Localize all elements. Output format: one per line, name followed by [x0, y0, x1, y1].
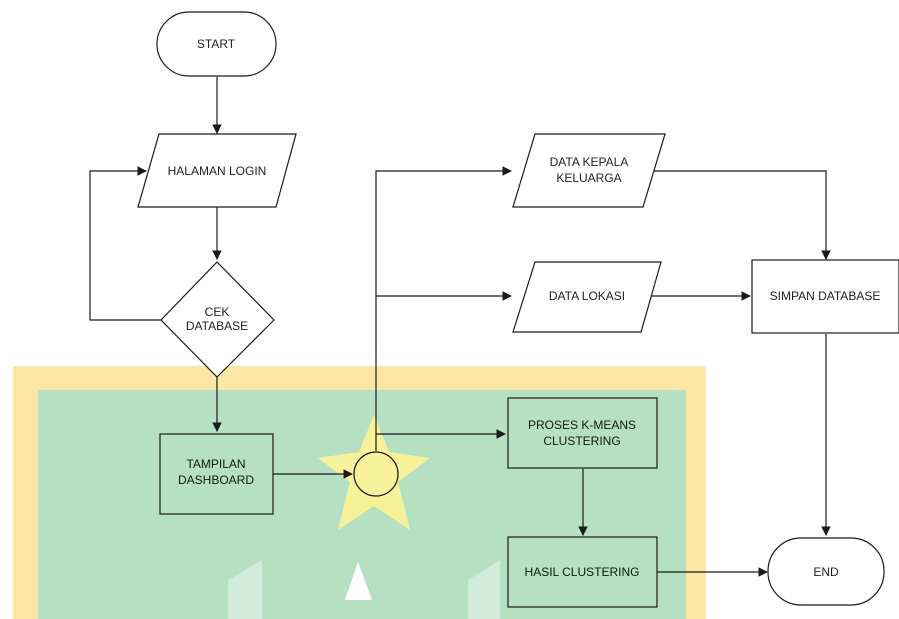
dashboard-label-line1: TAMPILAN — [186, 457, 245, 471]
node-proses-kmeans: PROSES K-MEANS CLUSTERING — [507, 397, 658, 469]
watermark-dome-shape — [345, 562, 372, 600]
node-connector — [353, 451, 399, 497]
cek-label-line2: DATABASE — [186, 319, 248, 333]
node-cek-database: CEK DATABASE — [160, 261, 275, 378]
node-hasil-clustering: HASIL CLUSTERING — [507, 536, 658, 608]
node-data-kepala-keluarga: DATA KEPALA KELUARGA — [512, 133, 666, 208]
lokasi-label: DATA LOKASI — [549, 289, 625, 303]
dashboard-label-line2: DASHBOARD — [178, 473, 254, 487]
kepala-label-line1: DATA KEPALA — [550, 155, 629, 169]
login-label: HALAMAN LOGIN — [168, 164, 267, 178]
edges — [89, 77, 831, 577]
kepala-label-line2: KELUARGA — [556, 171, 621, 185]
edge-cek-login-loop — [89, 166, 162, 321]
edge-kepala-simpan — [645, 170, 831, 260]
kmeans-label-line2: CLUSTERING — [543, 434, 620, 448]
node-data-lokasi: DATA LOKASI — [512, 261, 662, 333]
watermark-left-shape — [228, 560, 262, 619]
hasil-label: HASIL CLUSTERING — [525, 565, 640, 579]
edge-connector-trunk — [375, 166, 512, 451]
node-halaman-login: HALAMAN LOGIN — [137, 133, 297, 208]
kmeans-label-line1: PROSES K-MEANS — [528, 418, 636, 432]
watermark-right-shape — [468, 560, 500, 619]
node-end: END — [767, 537, 885, 606]
watermark-logo — [13, 366, 706, 619]
end-label: END — [813, 565, 839, 579]
simpan-label: SIMPAN DATABASE — [770, 289, 881, 303]
start-label: START — [197, 37, 236, 51]
cek-label-line1: CEK — [205, 305, 230, 319]
node-tampilan-dashboard: TAMPILAN DASHBOARD — [159, 433, 274, 515]
node-simpan-database: SIMPAN DATABASE — [751, 259, 899, 334]
node-start: START — [156, 11, 277, 77]
